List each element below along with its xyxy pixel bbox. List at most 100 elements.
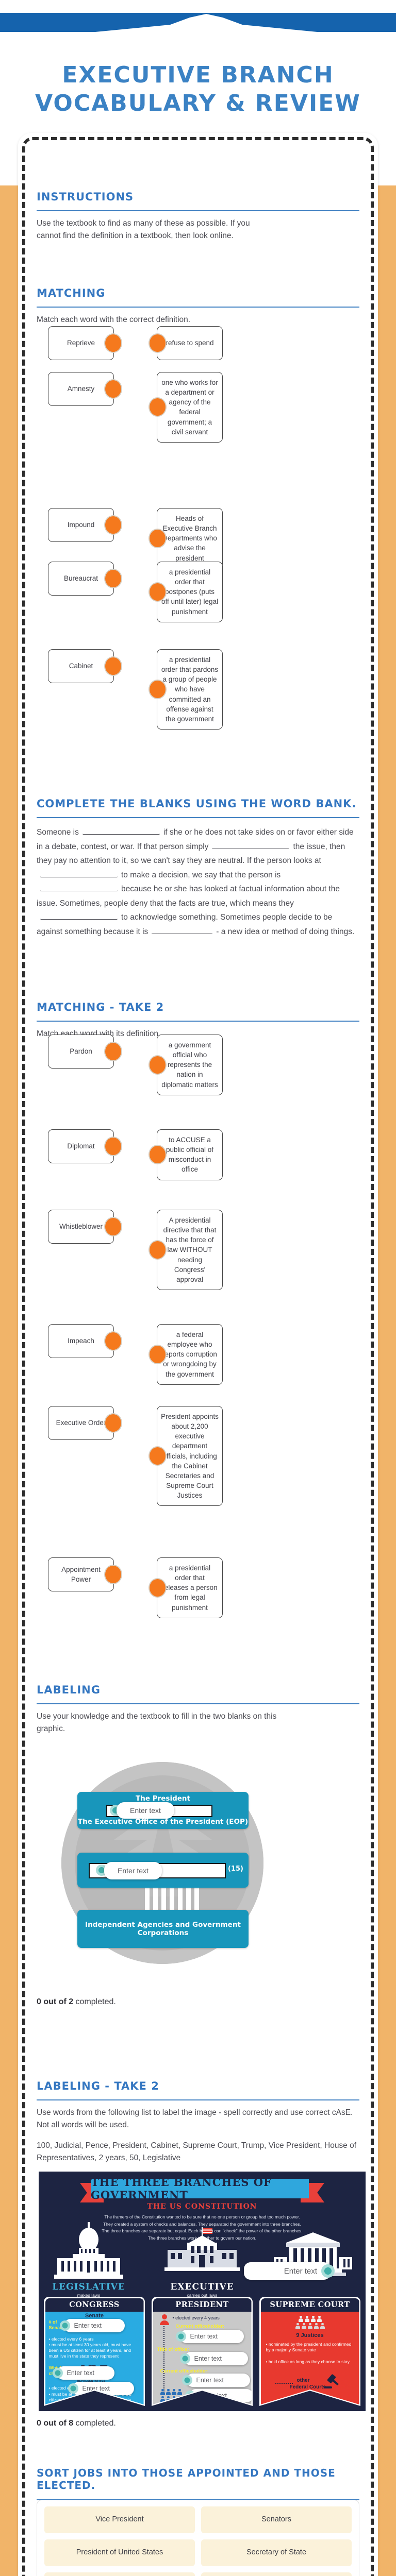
match-connector-icon[interactable] bbox=[104, 1413, 122, 1433]
job-tile[interactable]: Federal Judges bbox=[44, 2572, 195, 2576]
justices-icon bbox=[261, 2315, 359, 2322]
branch-name-input[interactable]: Enter text bbox=[244, 2262, 335, 2280]
intro-line: The framers of the Constitution wanted t… bbox=[104, 2214, 300, 2219]
definition-card[interactable]: a presidential order that pardons a grou… bbox=[148, 649, 223, 730]
section-instructions: INSTRUCTIONS Use the textbook to find as… bbox=[37, 191, 359, 242]
word-card[interactable]: Reprieve bbox=[48, 326, 122, 360]
input-dot-icon[interactable] bbox=[52, 2367, 63, 2378]
definition-card[interactable]: one who works for a department or agency… bbox=[148, 372, 223, 443]
input-dot-icon[interactable] bbox=[179, 2353, 190, 2364]
term-input[interactable]: Enter text bbox=[68, 2381, 134, 2395]
matching-row: Whistleblower A presidential directive t… bbox=[48, 1210, 223, 1291]
input-dot-icon[interactable] bbox=[59, 2320, 70, 2331]
word-card[interactable]: Amnesty bbox=[48, 372, 122, 406]
fill-blank[interactable] bbox=[82, 826, 160, 835]
match-connector-icon[interactable] bbox=[148, 333, 167, 353]
job-tile[interactable]: Secretary of Energy bbox=[201, 2572, 352, 2576]
input-dot-icon[interactable] bbox=[185, 2390, 195, 2401]
branch-label-executive: EXECUTIVE carries out laws bbox=[170, 2282, 234, 2298]
section-sort-jobs: SORT JOBS INTO THOSE APPOINTED AND THOSE… bbox=[37, 2467, 359, 2500]
word-card[interactable]: Appointment Power bbox=[48, 1557, 122, 1591]
definition-card[interactable]: Heads of Executive Branch Departments wh… bbox=[148, 508, 223, 569]
representatives-label: REPRESENTATIVES bbox=[77, 2379, 106, 2383]
officeholder-label: Current officeholder: bbox=[175, 2323, 224, 2329]
word-card[interactable]: Impound bbox=[48, 508, 122, 542]
match-connector-icon[interactable] bbox=[148, 528, 167, 548]
branch-label-legislative: LEGISLATIVE makes laws bbox=[52, 2282, 125, 2298]
definition-label: A presidential directive that that has t… bbox=[163, 1216, 217, 1283]
label-input-2[interactable]: Enter text bbox=[89, 1862, 226, 1879]
fill-blank[interactable] bbox=[40, 868, 118, 877]
definition-card[interactable]: refuse to spend bbox=[148, 326, 223, 360]
match-connector-icon[interactable] bbox=[104, 333, 122, 353]
match-connector-icon[interactable] bbox=[148, 1055, 167, 1075]
match-connector-icon[interactable] bbox=[148, 680, 167, 700]
cabinet-input[interactable]: Enter text bbox=[185, 2388, 252, 2402]
word-card[interactable]: Bureaucrat bbox=[48, 562, 122, 596]
match-connector-icon[interactable] bbox=[104, 569, 122, 588]
fill-blank[interactable] bbox=[40, 883, 118, 892]
word-card[interactable]: Cabinet bbox=[48, 649, 122, 683]
congress-panel-title: CONGRESS bbox=[45, 2298, 144, 2312]
fill-blank[interactable] bbox=[152, 925, 213, 935]
agencies-box: Independent Agencies and Government Corp… bbox=[77, 1910, 249, 1948]
word-label: Amnesty bbox=[67, 385, 95, 393]
chamber-input[interactable]: Enter text bbox=[52, 2366, 114, 2380]
definition-label: refuse to spend bbox=[166, 339, 214, 347]
word-card[interactable]: Diplomat bbox=[48, 1129, 122, 1163]
match-connector-icon[interactable] bbox=[148, 1240, 167, 1260]
definition-card[interactable]: a presidential order that releases a per… bbox=[148, 1557, 223, 1618]
text-input[interactable]: Enter text bbox=[104, 1862, 162, 1879]
match-connector-icon[interactable] bbox=[104, 379, 122, 399]
match-connector-icon[interactable] bbox=[104, 515, 122, 535]
definition-card[interactable]: A presidential directive that that has t… bbox=[148, 1210, 223, 1291]
fill-blank[interactable] bbox=[212, 840, 290, 849]
officeholder-input[interactable]: Enter text bbox=[175, 2329, 244, 2343]
definition-card[interactable]: a presidential order that postpones (put… bbox=[148, 562, 223, 622]
word-card[interactable]: Impeach bbox=[48, 1324, 122, 1358]
fill-blank[interactable] bbox=[40, 911, 118, 920]
match-connector-icon[interactable] bbox=[104, 1331, 122, 1351]
word-bank-heading: COMPLETE THE BLANKS USING THE WORD BANK. bbox=[37, 798, 357, 810]
definition-label: a presidential order that pardons a grou… bbox=[161, 656, 219, 723]
definition-card[interactable]: President appoints about 2,200 executive… bbox=[148, 1406, 223, 1506]
job-tile[interactable]: President of United States bbox=[44, 2539, 195, 2566]
job-tile[interactable]: Secretary of State bbox=[201, 2539, 352, 2566]
match-connector-icon[interactable] bbox=[104, 1565, 122, 1584]
job-tile[interactable]: Vice President bbox=[44, 2506, 195, 2533]
word-card[interactable]: Executive Order bbox=[48, 1406, 122, 1440]
input-dot-icon[interactable] bbox=[68, 2383, 78, 2394]
input-dot-icon[interactable] bbox=[175, 2331, 186, 2342]
match-connector-icon[interactable] bbox=[104, 1217, 122, 1236]
progress-count: 0 out of 8 bbox=[37, 2419, 74, 2428]
office-title-input[interactable]: Enter text bbox=[179, 2351, 248, 2365]
match-connector-icon[interactable] bbox=[148, 397, 167, 417]
definition-label: a federal employee who reports corruptio… bbox=[162, 1331, 217, 1378]
definition-label: a government official who represents the… bbox=[161, 1041, 218, 1089]
president-box: The President Enter text The Executive O… bbox=[77, 1792, 249, 1829]
match-connector-icon[interactable] bbox=[148, 1344, 167, 1364]
definition-card[interactable]: to ACCUSE a public official of misconduc… bbox=[148, 1129, 223, 1180]
page-title-line1: EXECUTIVE BRANCH bbox=[62, 62, 334, 88]
senators-input[interactable]: Enter text bbox=[59, 2318, 125, 2332]
job-tile[interactable]: Senators bbox=[201, 2506, 352, 2533]
match-connector-icon[interactable] bbox=[104, 1042, 122, 1061]
match-connector-icon[interactable] bbox=[148, 1578, 167, 1598]
label-input-1[interactable]: Enter text bbox=[106, 1802, 212, 1819]
match-connector-icon[interactable] bbox=[104, 1137, 122, 1156]
matching-row: Impeach a federal employee who reports c… bbox=[48, 1324, 223, 1385]
word-card[interactable]: Pardon bbox=[48, 1035, 122, 1069]
match-connector-icon[interactable] bbox=[148, 1145, 167, 1165]
input-dot-icon[interactable] bbox=[321, 2264, 335, 2278]
progress-text: completed. bbox=[73, 2419, 116, 2428]
text-input[interactable]: Enter text bbox=[117, 1802, 174, 1819]
match-connector-icon[interactable] bbox=[104, 656, 122, 676]
input-dot-icon[interactable] bbox=[182, 2375, 192, 2385]
match-connector-icon[interactable] bbox=[148, 1446, 167, 1466]
definition-card[interactable]: a government official who represents the… bbox=[148, 1035, 223, 1095]
match-connector-icon[interactable] bbox=[148, 582, 167, 602]
matching-row: Impound Heads of Executive Branch Depart… bbox=[48, 508, 223, 569]
definition-card[interactable]: a federal employee who reports corruptio… bbox=[148, 1324, 223, 1385]
officeholder2-input[interactable]: Enter text bbox=[182, 2373, 250, 2387]
word-card[interactable]: Whistleblower bbox=[48, 1210, 122, 1244]
